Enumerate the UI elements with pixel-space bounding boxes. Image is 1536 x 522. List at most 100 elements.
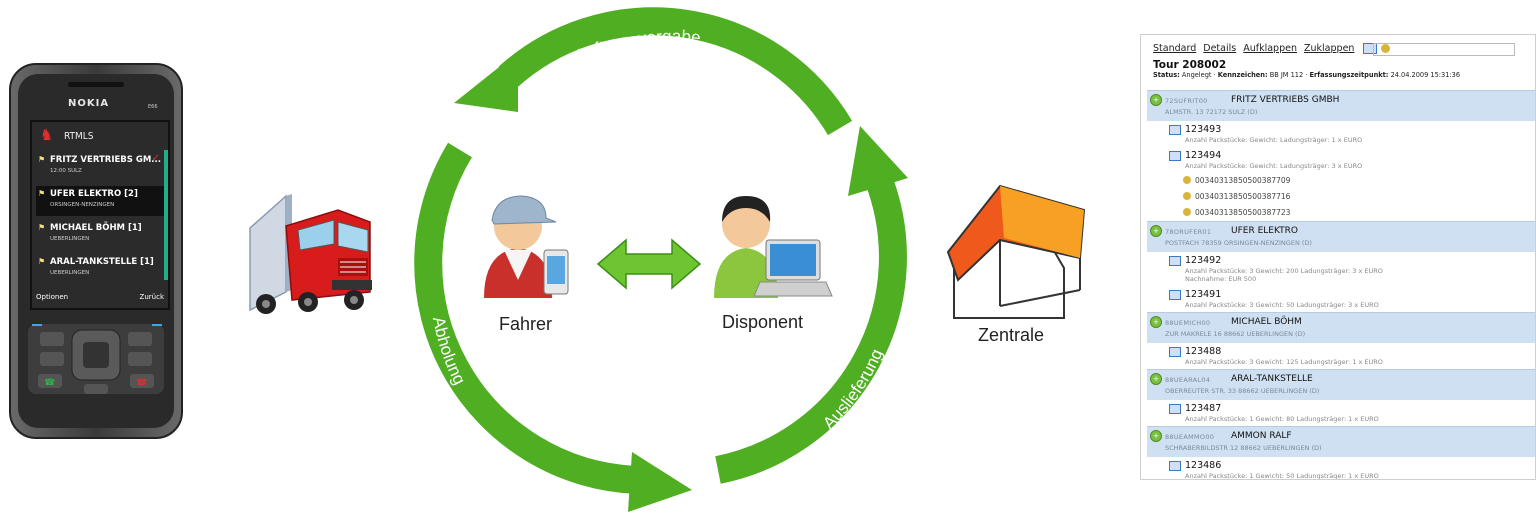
package-row[interactable]: 00340313850500387709 <box>1147 173 1535 189</box>
package-icon[interactable] <box>1380 44 1390 53</box>
phone-item-label: FRITZ VERTRIEBS GM... <box>50 155 161 165</box>
time-value: 24.04.2009 15:31:36 <box>1390 71 1461 79</box>
phone-item-label: MICHAEL BÖHM [1] <box>50 223 142 233</box>
order-note: Nachnahme: EUR 500 <box>1185 275 1257 283</box>
softkey-back[interactable]: Zurück <box>139 293 164 301</box>
stop-name: MICHAEL BÖHM <box>1231 317 1302 327</box>
stop-code: 88UEMICH00 <box>1165 319 1211 327</box>
tour-title: Tour 208002 <box>1153 59 1227 71</box>
toolbar-details[interactable]: Details <box>1203 43 1237 54</box>
panel-toolbar: Standard Details Aufklappen Zuklappen <box>1153 43 1390 54</box>
phone-list-item-selected[interactable]: ⚑ UFER ELEKTRO [2] ORSINGEN-NENZINGEN <box>36 186 164 216</box>
stop-row[interactable]: + 72SUFRIT00 FRITZ VERTRIEBS GMBH ALMSTR… <box>1147 90 1535 121</box>
stop-code: 72SUFRIT00 <box>1165 97 1208 105</box>
app-header: ♞ RTMLS <box>32 126 168 150</box>
check-icon: ✓ <box>151 153 160 164</box>
app-logo-icon: ♞ <box>40 125 53 144</box>
stop-row[interactable]: + 88UEARAL04 ARAL-TANKSTELLE OBERREUTER … <box>1147 369 1535 400</box>
package-number: 00340313850500387709 <box>1195 176 1291 185</box>
phone-screen: ♞ RTMLS ⚑ FRITZ VERTRIEBS GM... 12:00 SU… <box>30 120 170 310</box>
toolbar-standard[interactable]: Standard <box>1153 43 1197 54</box>
package-icon <box>1183 192 1191 200</box>
phone-list-item[interactable]: ⚑ MICHAEL BÖHM [1] UEBERLINGEN <box>36 220 164 250</box>
toolbar-collapse[interactable]: Zuklappen <box>1304 43 1355 54</box>
toolbar-expand[interactable]: Aufklappen <box>1243 43 1297 54</box>
order-number: 123491 <box>1185 289 1222 300</box>
order-icon <box>1169 256 1181 266</box>
order-row[interactable]: 123492 Anzahl Packstücke: 3 Gewicht: 200… <box>1147 252 1535 286</box>
tour-panel: Standard Details Aufklappen Zuklappen To… <box>1140 34 1536 480</box>
dispatcher-label: Disponent <box>722 312 804 332</box>
stop-icon: + <box>1150 94 1162 106</box>
order-detail: Anzahl Packstücke: 1 Gewicht: 80 Ladungs… <box>1185 415 1379 423</box>
phone-item-sub: 12:00 SULZ <box>50 168 82 174</box>
phone-item-label: ARAL-TANKSTELLE [1] <box>50 257 154 267</box>
stop-row[interactable]: + 88UEAMMO00 AMMON RALF SCHRABERBILDSTR … <box>1147 426 1535 457</box>
laptop-icon <box>753 239 833 297</box>
order-row[interactable]: 123488 Anzahl Packstücke: 3 Gewicht: 125… <box>1147 343 1535 369</box>
stop-name: UFER ELEKTRO <box>1231 226 1298 236</box>
phone-list-item[interactable]: ⚑ ARAL-TANKSTELLE [1] UEBERLINGEN <box>36 254 164 284</box>
tour-status: Status: Angelegt · Kennzeichen: BB JM 11… <box>1153 71 1461 79</box>
order-detail: Anzahl Packstücke: 3 Gewicht: 125 Ladung… <box>1185 358 1383 366</box>
cycle-arrow <box>715 126 908 484</box>
stops-list: + 72SUFRIT00 FRITZ VERTRIEBS GMBH ALMSTR… <box>1147 90 1535 480</box>
house-icon <box>946 184 1086 319</box>
svg-text:☎: ☎ <box>136 378 147 388</box>
stop-code: 88UEARAL04 <box>1165 376 1211 384</box>
flag-icon: ⚑ <box>38 189 46 198</box>
order-icon <box>1169 151 1181 161</box>
toolbar-input[interactable] <box>1373 43 1515 56</box>
order-icon <box>1169 347 1181 357</box>
cycle-diagram: Auftragsvergabe Abholung Auslieferung <box>414 7 908 512</box>
stop-address: ZUR MAKRELE 16 88662 UEBERLINGEN (D) <box>1165 330 1306 338</box>
order-number: 123488 <box>1185 346 1222 357</box>
app-title: RTMLS <box>64 131 94 142</box>
flag-icon: ⚑ <box>38 223 46 232</box>
phone-list-item[interactable]: ⚑ FRITZ VERTRIEBS GM... 12:00 SULZ ✓ <box>36 152 164 182</box>
driver-label: Fahrer <box>499 314 553 334</box>
stop-address: ALMSTR. 13 72172 SULZ (D) <box>1165 108 1258 116</box>
stop-icon: + <box>1150 430 1162 442</box>
stop-address: SCHRABERBILDSTR 12 88662 UEBERLINGEN (D) <box>1165 444 1322 452</box>
phone-item-label: UFER ELEKTRO [2] <box>50 189 138 199</box>
package-number: 00340313850500387716 <box>1195 192 1291 201</box>
order-detail: Anzahl Packstücke: Gewicht: Ladungsträge… <box>1185 136 1363 144</box>
order-row[interactable]: 123487 Anzahl Packstücke: 1 Gewicht: 80 … <box>1147 400 1535 426</box>
stop-icon: + <box>1150 225 1162 237</box>
truck-icon <box>249 194 372 314</box>
package-row[interactable]: 00340313850500387716 <box>1147 189 1535 205</box>
order-detail: Anzahl Packstücke: 3 Gewicht: 200 Ladung… <box>1185 267 1383 275</box>
softkey-bar: Optionen Zurück <box>32 293 168 305</box>
cycle-arrow <box>414 142 692 512</box>
order-icon <box>1169 125 1181 135</box>
stop-code: 78ORUFER01 <box>1165 228 1212 236</box>
order-row[interactable]: 123491 Anzahl Packstücke: 3 Gewicht: 50 … <box>1147 286 1535 312</box>
order-row[interactable]: 123493 Anzahl Packstücke: Gewicht: Ladun… <box>1147 121 1535 147</box>
stop-address: POSTFACH 78359 ORSINGEN-NENZINGEN (D) <box>1165 239 1312 247</box>
order-number: 123493 <box>1185 124 1222 135</box>
document-icon[interactable] <box>1363 43 1378 54</box>
flag-icon: ⚑ <box>38 155 46 164</box>
stop-name: AMMON RALF <box>1231 431 1292 441</box>
stop-row[interactable]: + 88UEMICH00 MICHAEL BÖHM ZUR MAKRELE 16… <box>1147 312 1535 343</box>
package-icon <box>1183 176 1191 184</box>
order-icon <box>1169 404 1181 414</box>
order-row[interactable]: 123486 Anzahl Packstücke: 1 Gewicht: 50 … <box>1147 457 1535 480</box>
stop-name: ARAL-TANKSTELLE <box>1231 374 1313 384</box>
package-row[interactable]: 00340313850500387723 <box>1147 205 1535 221</box>
order-number: 123487 <box>1185 403 1222 414</box>
stop-row[interactable]: + 78ORUFER01 UFER ELEKTRO POSTFACH 78359… <box>1147 221 1535 252</box>
double-arrow-icon <box>596 238 702 290</box>
stop-icon: + <box>1150 373 1162 385</box>
plate-value: BB JM 112 <box>1269 71 1304 79</box>
softkey-options[interactable]: Optionen <box>36 293 69 301</box>
phone-brand: NOKIA <box>68 98 110 109</box>
order-row[interactable]: 123494 Anzahl Packstücke: Gewicht: Ladun… <box>1147 147 1535 173</box>
order-detail: Anzahl Packstücke: 1 Gewicht: 50 Ladungs… <box>1185 472 1379 480</box>
cycle-arrow <box>454 7 853 136</box>
stop-address: OBERREUTER STR. 33 88662 UEBERLINGEN (D) <box>1165 387 1320 395</box>
phone-item-sub: ORSINGEN-NENZINGEN <box>50 202 115 208</box>
status-value: Angelegt <box>1181 71 1212 79</box>
phone-scrollbar[interactable] <box>164 150 168 280</box>
